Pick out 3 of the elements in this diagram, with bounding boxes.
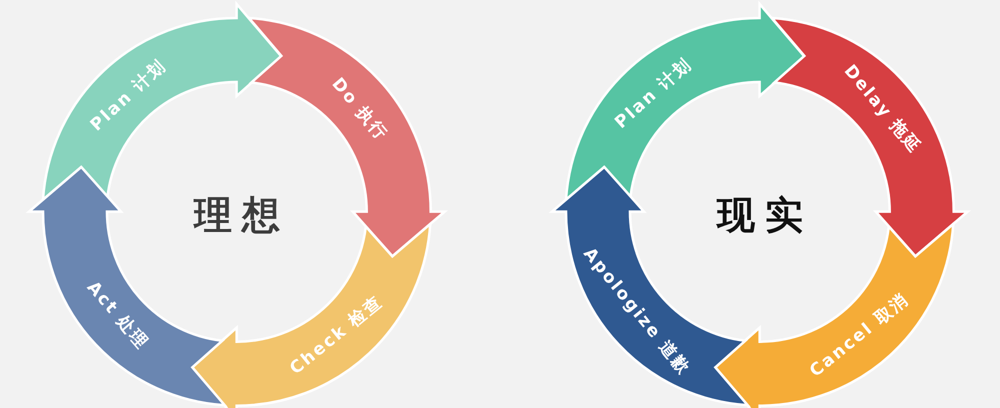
center-label: 理想: [194, 195, 290, 237]
center-label: 现实: [717, 195, 813, 237]
segment-label: Do 执行: [326, 74, 391, 146]
